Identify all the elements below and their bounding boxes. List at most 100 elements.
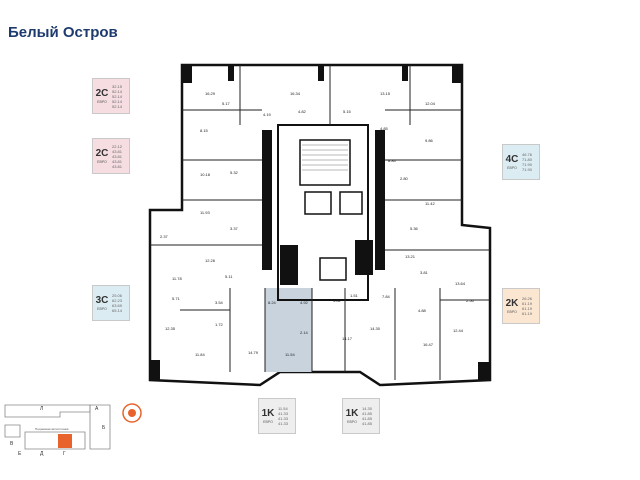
room-label: 16.47 [423, 342, 434, 347]
room-label: 16.34 [290, 91, 301, 96]
room-label: 2.56 [466, 298, 475, 303]
badge-value: 41.33 [278, 416, 289, 421]
badge-value: 52.14 [112, 103, 123, 109]
badge-value: 71.90 [522, 162, 533, 167]
minimap-label: А [95, 406, 99, 412]
badge-value: 14.30 [362, 406, 373, 411]
room-label: 4.85 [380, 126, 389, 131]
room-label: 7.84 [382, 294, 391, 299]
badge-value: 41.33 [278, 421, 289, 426]
highlighted-unit [265, 288, 312, 372]
room-label: 14.30 [370, 326, 381, 331]
room-label: 2.37 [160, 234, 169, 239]
room-label: 9.86 [425, 138, 434, 143]
page-title: Белый Остров [8, 24, 118, 41]
room-label: 5.36 [410, 226, 419, 231]
compass-icon [122, 403, 142, 423]
room-label: 12.04 [425, 101, 436, 106]
minimap-note: Подземная автостоянка [35, 427, 69, 431]
badge-value: 46.76 [522, 152, 533, 157]
badge-value: 41.85 [362, 416, 373, 421]
badge-sub: ЕВРО [347, 420, 357, 424]
badge-sub: ЕВРО [507, 166, 517, 170]
site-minimap: Л А Б В Г Д Е Подземная автостоянка [4, 403, 142, 457]
minimap-label: Л [40, 406, 43, 412]
room-label: 11.78 [172, 276, 182, 281]
badge-value: 62.23 [112, 298, 123, 303]
room-label: 5.17 [222, 101, 231, 106]
room-label: 4.88 [418, 308, 427, 313]
room-label: 11.42 [425, 201, 435, 206]
badge-code: 2C [95, 148, 109, 159]
room-label: 1.72 [215, 322, 224, 327]
room-label: 4.92 [300, 300, 309, 305]
room-label: 3.81 [420, 270, 429, 275]
minimap-label: Г [63, 451, 66, 457]
room-label: 13.64 [455, 281, 466, 286]
badge-code: 1K [345, 408, 359, 419]
room-label: 13.15 [380, 91, 391, 96]
badge-value: 26.26 [522, 296, 533, 301]
badge-value: 22.12 [112, 143, 123, 149]
badge-value: 41.85 [362, 411, 373, 416]
badge-value: 63.69 [112, 303, 123, 308]
badge-code: 4C [505, 154, 519, 165]
badge-sub: ЕВРО [97, 307, 107, 311]
room-label: 12.26 [205, 258, 216, 263]
room-label: 11.84 [195, 352, 205, 357]
badge-value: 71.80 [522, 157, 533, 162]
minimap-label: Б [102, 425, 106, 431]
room-label: 5.71 [172, 296, 181, 301]
badge-code: 1K [261, 408, 275, 419]
room-label: 8.84 [388, 158, 397, 163]
badge-value: 61.19 [522, 301, 533, 306]
room-label: 12.35 [165, 326, 176, 331]
badge-value: 61.19 [522, 306, 533, 311]
badge-value: 52.14 [112, 93, 123, 99]
badge-value: 71.90 [522, 167, 533, 172]
room-label: 13.21 [405, 254, 416, 259]
badge-value: 41.85 [362, 421, 373, 426]
selected-section [58, 434, 72, 448]
badge-value: 43.81 [112, 153, 123, 159]
badge-code: 2C [95, 88, 109, 99]
room-label: 5.32 [230, 170, 239, 175]
room-label: 4.82 [298, 109, 307, 114]
badge-code: 3C [95, 295, 109, 306]
minimap-label: Е [18, 451, 22, 457]
badge-value: 11.54 [278, 406, 288, 411]
badge-code: 2K [505, 298, 519, 309]
badge-sub: ЕВРО [97, 100, 107, 104]
room-label: 3.37 [230, 226, 239, 231]
room-label: 11.54 [285, 352, 295, 357]
room-label: 4.19 [263, 112, 272, 117]
badge-value: 25.06 [112, 293, 123, 298]
badge-value: 52.14 [112, 98, 123, 104]
room-label: 12.44 [453, 328, 464, 333]
room-label: 5.15 [343, 109, 352, 114]
minimap-label: Д [40, 451, 44, 457]
badge-value: 52.14 [112, 88, 123, 94]
room-label: 11.93 [200, 210, 210, 215]
badge-sub: ЕВРО [263, 420, 273, 424]
badge-value: 32.15 [112, 83, 123, 89]
room-label: 5.11 [225, 274, 233, 279]
room-label: 1.51 [350, 293, 359, 298]
room-label: 2.80 [400, 176, 409, 181]
minimap-label: В [10, 441, 14, 447]
room-label: 8.15 [200, 128, 209, 133]
badge-value: 43.81 [112, 158, 123, 164]
room-label: 10.18 [200, 172, 211, 177]
badge-sub: ЕВРО [97, 160, 107, 164]
room-label: 14.79 [248, 350, 259, 355]
badge-value: 61.19 [522, 311, 533, 316]
badge-value: 43.81 [112, 163, 123, 169]
room-label: 16.29 [205, 91, 216, 96]
